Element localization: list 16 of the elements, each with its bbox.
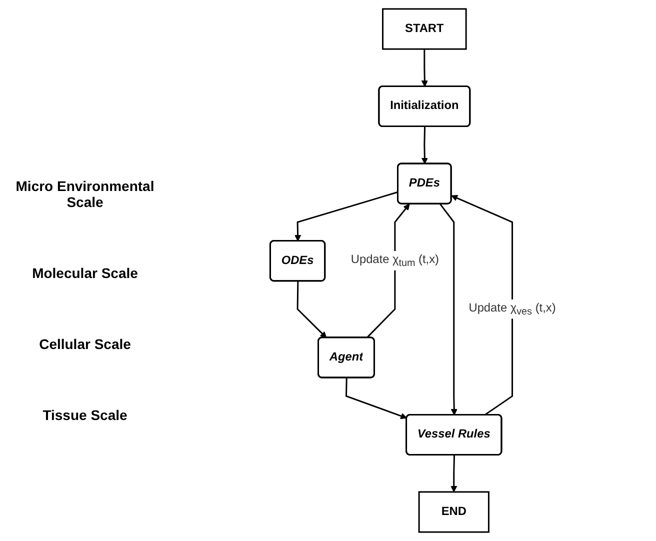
edge-label: Update χ$_{tum}$ (t,x) <box>350 253 440 268</box>
scale-label: Tissue Scale <box>42 407 128 424</box>
arrow <box>421 49 428 87</box>
node-box: START <box>382 8 467 50</box>
scale-label: Cellular Scale <box>38 336 132 352</box>
arrow <box>346 378 408 420</box>
arrow <box>451 194 513 416</box>
arrow <box>421 126 428 164</box>
arrow <box>296 281 327 338</box>
arrow <box>450 455 458 492</box>
node-box: END <box>418 491 490 533</box>
arrow <box>294 191 398 242</box>
edge-label: Update χ$_{ves}$ (t,x) <box>468 302 556 317</box>
scale-label: Micro Environmental Scale <box>14 178 156 210</box>
scale-label: Molecular Scale <box>31 264 139 281</box>
arrow <box>439 204 458 416</box>
